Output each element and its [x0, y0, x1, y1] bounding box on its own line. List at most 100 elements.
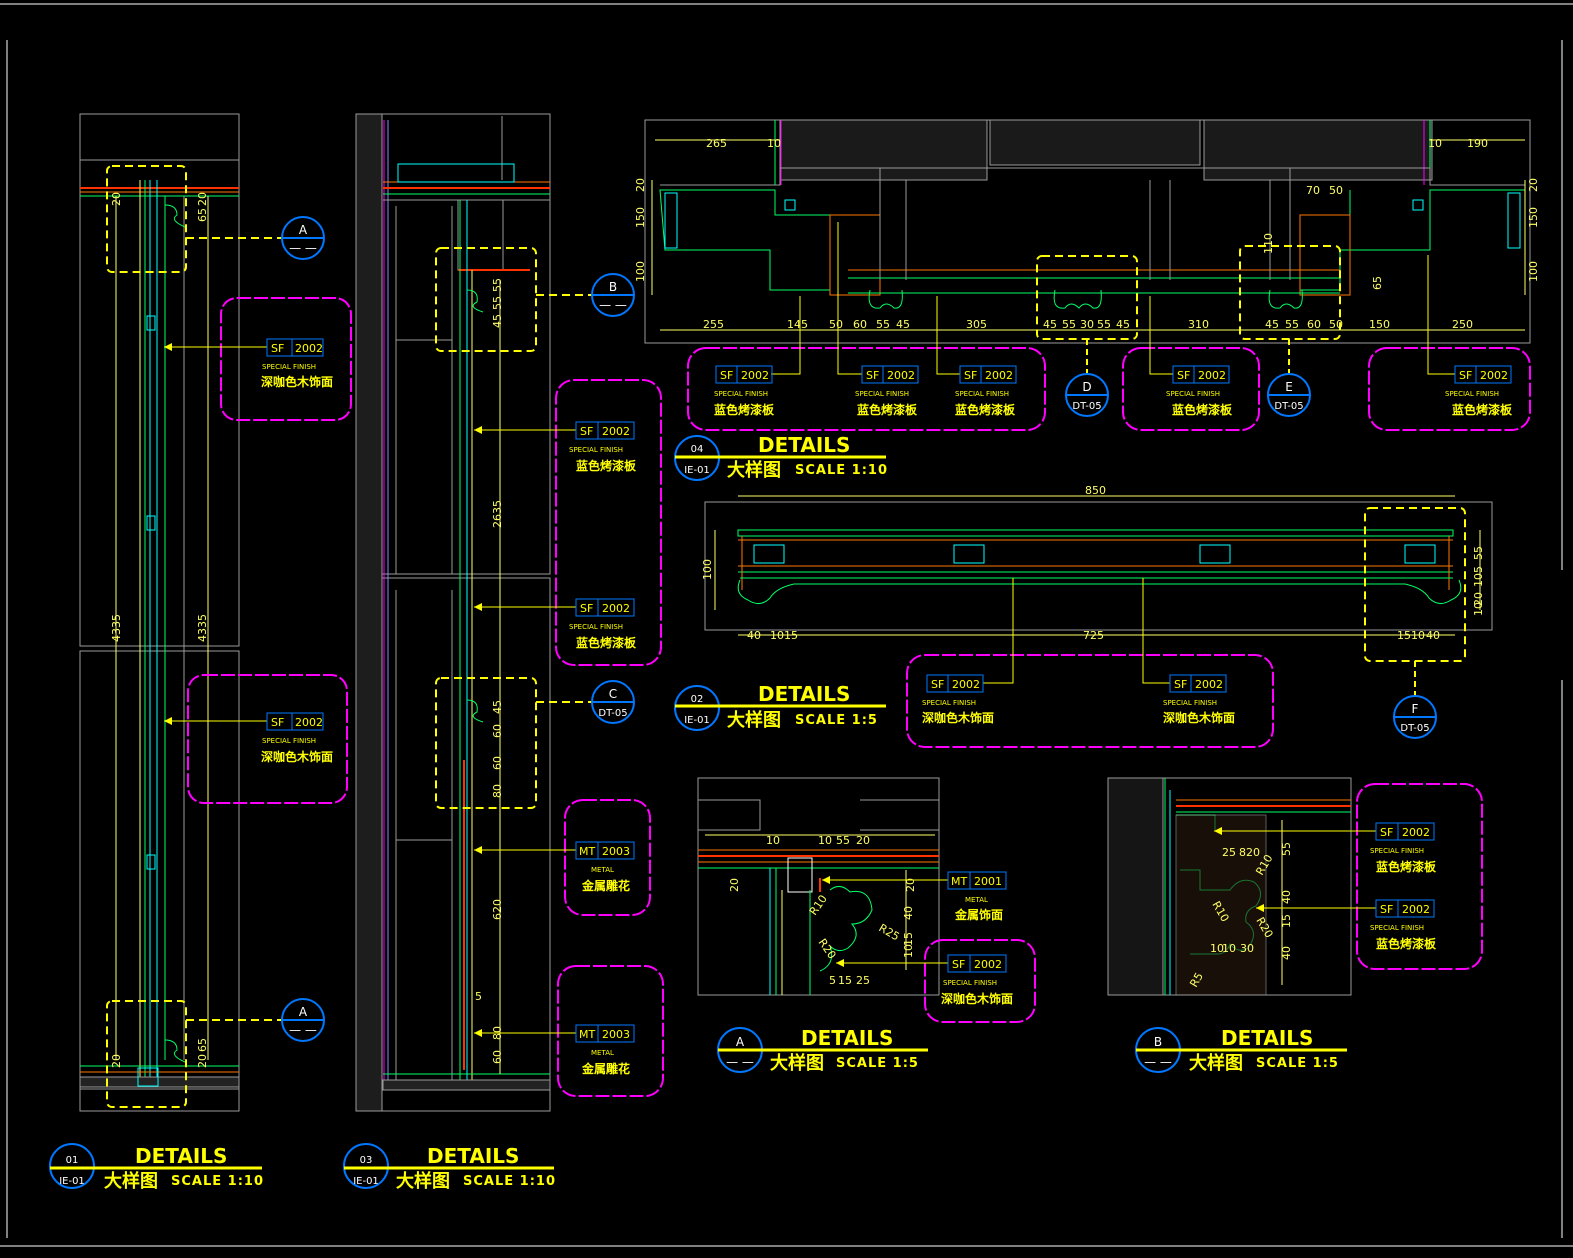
dim-text: 40 [747, 629, 761, 642]
bubble-bottom-text: DT-05 [598, 708, 627, 719]
detail-01-dimensions: 20 65 20 4335 4335 20 20 65 [110, 192, 209, 1068]
dim-text: 100 [701, 559, 714, 580]
detail-box-b[interactable] [435, 247, 537, 352]
section-bubble-a2[interactable]: A — — [281, 998, 325, 1042]
finish-code: 2002 [887, 369, 915, 382]
callout-metal-03b[interactable]: MT 2003 METAL 金属雕花 [474, 965, 664, 1097]
dim-text: 40 [1426, 629, 1440, 642]
finish-code: 2003 [602, 845, 630, 858]
title-block-04: 04 IE-01 DETAILS 大样图 SCALE 1:10 [674, 433, 887, 481]
title-scale: SCALE 1:10 [463, 1174, 556, 1189]
detail-box-01-top[interactable] [106, 165, 187, 273]
section-bubble-d[interactable]: D DT-05 [1065, 373, 1109, 417]
title-number: 01 [66, 1155, 79, 1166]
callout-blue-paint-ba[interactable]: SF 2002 SPECIAL FINISH 蓝色烤漆板 [1214, 783, 1483, 970]
dim-text: 20 [110, 1054, 123, 1068]
title-text: DETAILS [758, 682, 850, 706]
callout-metal-03a[interactable]: MT 2003 METAL 金属雕花 [474, 799, 651, 916]
section-bubble-e[interactable]: E DT-05 [1267, 373, 1311, 417]
title-scale: SCALE 1:5 [1256, 1056, 1339, 1071]
dim-text: 725 [1083, 629, 1104, 642]
dim-text: 150 [1527, 207, 1540, 228]
finish-desc: SPECIAL FINISH [1370, 924, 1424, 932]
dim-text: 850 [1085, 484, 1106, 497]
callout-dark-wood-02a[interactable]: SF 2002 SPECIAL FINISH 深咖色木饰面 [906, 578, 1274, 748]
dim-text: R20 [816, 936, 839, 961]
dim-text: 45 [1043, 318, 1057, 331]
finish-code: 2002 [985, 369, 1013, 382]
finish-desc: SPECIAL FINISH [1163, 699, 1217, 707]
section-bubble-a1[interactable]: A — — [281, 216, 325, 260]
dim-text: 55 [876, 318, 890, 331]
finish-code: 2002 [1480, 369, 1508, 382]
dim-text: 25 [856, 974, 870, 987]
finish-desc: SPECIAL FINISH [262, 737, 316, 745]
title-block-01: 01 IE-01 DETAILS 大样图 SCALE 1:10 [49, 1143, 264, 1192]
dim-text: 15 [902, 932, 915, 946]
title-cn: 大样图 [396, 1170, 450, 1192]
dim-text: 4335 [196, 614, 209, 642]
dim-text: 10 [766, 834, 780, 847]
callout-blue-paint-04b[interactable]: SF 2002 SPECIAL FINISH 蓝色烤漆板 [837, 222, 919, 417]
leader-a1 [186, 237, 282, 1021]
callout-blue-paint-bb[interactable]: SF 2002 SPECIAL FINISH 蓝色烤漆板 [1256, 899, 1437, 951]
bubble-bottom-text: DT-05 [1072, 401, 1101, 412]
callout-blue-paint-04d[interactable]: SF 2002 SPECIAL FINISH 蓝色烤漆板 [1122, 296, 1260, 431]
callout-blue-paint-03a[interactable]: SF 2002 SPECIAL FINISH 蓝色烤漆板 [474, 379, 662, 666]
callout-dark-wood-a[interactable]: SF 2002 SPECIAL FINISH 深咖色木饰面 [836, 939, 1036, 1023]
section-bubble-f[interactable]: F DT-05 [1393, 695, 1437, 739]
dim-text: 30 [1080, 318, 1094, 331]
dim-text: 10 [1428, 137, 1442, 150]
dim-text: 100 [634, 261, 647, 282]
callout-blue-paint-04a[interactable]: SF 2002 SPECIAL FINISH 蓝色烤漆板 [687, 296, 1046, 431]
callout-dark-wood-02b[interactable]: SF 2002 SPECIAL FINISH 深咖色木饰面 [1142, 578, 1235, 725]
detail-box-01-bottom[interactable] [106, 1000, 187, 1108]
detail-01-elevation [79, 113, 240, 1112]
detail-04-dimensions: 265 10 10 190 20 150 100 70 50 110 65 20… [634, 137, 1540, 331]
title-number: B [1154, 1035, 1162, 1049]
finish-code: 2002 [602, 602, 630, 615]
dim-text: 60 [491, 1050, 504, 1064]
title-ref: IE-01 [684, 715, 710, 726]
dim-text: 20 [1246, 846, 1260, 859]
dim-text: 20 [904, 878, 917, 892]
finish-type: SF [1380, 826, 1393, 839]
dim-text: 55 [1097, 318, 1111, 331]
finish-type: MT [951, 875, 967, 888]
finish-desc: SPECIAL FINISH [262, 363, 316, 371]
dim-text: 105 [1472, 566, 1485, 587]
finish-type: SF [1380, 903, 1393, 916]
dim-text: 150 [634, 207, 647, 228]
finish-desc: SPECIAL FINISH [955, 390, 1009, 398]
dim-text: 65 [1371, 276, 1384, 290]
finish-code: 2002 [602, 425, 630, 438]
dim-text: 5 [829, 974, 836, 987]
finish-desc: SPECIAL FINISH [714, 390, 768, 398]
dim-text: 15 [1280, 914, 1293, 928]
finish-code: 2002 [952, 678, 980, 691]
title-scale: SCALE 1:10 [171, 1174, 264, 1189]
dim-text: 40 [1280, 890, 1293, 904]
title-ref: IE-01 [59, 1176, 85, 1187]
callout-metal-a[interactable]: MT 2001 METAL 金属饰面 [822, 871, 1007, 922]
callout-blue-paint-03b[interactable]: SF 2002 SPECIAL FINISH 蓝色烤漆板 [474, 598, 637, 650]
detail-box-c[interactable] [435, 677, 537, 809]
dim-text: 1015 [770, 629, 798, 642]
section-bubble-c[interactable]: C DT-05 [591, 680, 635, 724]
dim-text: 20 [1527, 178, 1540, 192]
section-bubble-b[interactable]: B — — [591, 273, 635, 317]
callout-blue-paint-04e[interactable]: SF 2002 SPECIAL FINISH 蓝色烤漆板 [1368, 255, 1531, 431]
dim-text: 2635 [491, 500, 504, 528]
callout-dark-wood-01a[interactable]: SF 2002 SPECIAL FINISH 深咖色木饰面 [164, 297, 352, 421]
dim-text: 45 [1116, 318, 1130, 331]
detail-box-e[interactable] [1239, 245, 1341, 340]
callout-dark-wood-01b[interactable]: SF 2002 SPECIAL FINISH 深咖色木饰面 [164, 674, 348, 804]
finish-material: 金属饰面 [954, 907, 1003, 922]
title-text: DETAILS [1221, 1026, 1313, 1050]
title-number: 03 [360, 1155, 373, 1166]
finish-material: 深咖色木饰面 [261, 374, 333, 389]
finish-type: SF [580, 425, 593, 438]
detail-04-section [644, 119, 1531, 344]
callout-blue-paint-04c[interactable]: SF 2002 SPECIAL FINISH 蓝色烤漆板 [936, 296, 1017, 417]
finish-desc: SPECIAL FINISH [569, 446, 623, 454]
